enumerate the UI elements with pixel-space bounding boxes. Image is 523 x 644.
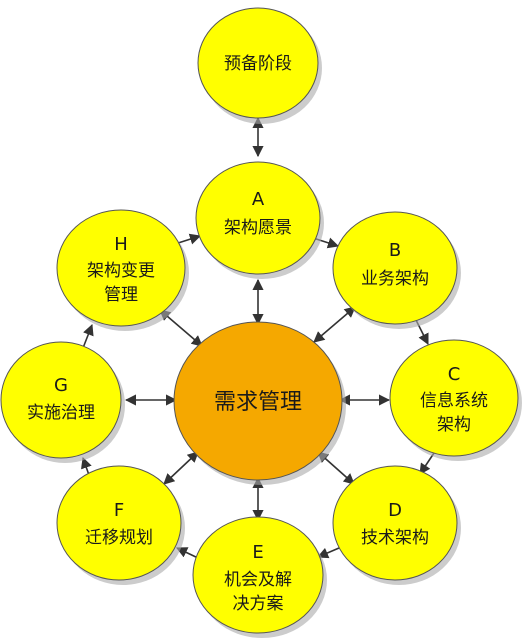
node-d-letter: D bbox=[388, 500, 402, 521]
node-h-letter: H bbox=[114, 234, 128, 255]
node-f-letter: F bbox=[114, 500, 124, 521]
node-e-line-2: 决方案 bbox=[233, 594, 284, 614]
node-a-line-1: 架构愿景 bbox=[224, 218, 292, 238]
node-c-line-2: 架构 bbox=[437, 415, 471, 435]
node-g: G 实施治理 bbox=[0, 341, 125, 463]
node-h-line-2: 管理 bbox=[104, 285, 138, 305]
node-f-line-1: 迁移规划 bbox=[85, 528, 153, 548]
node-e: E 机会及解 决方案 bbox=[192, 516, 327, 638]
link-e-f bbox=[175, 547, 199, 559]
node-f: F 迁移规划 bbox=[56, 465, 185, 585]
link-center-b bbox=[313, 306, 356, 343]
node-c-letter: C bbox=[448, 364, 461, 385]
node-b: B 业务架构 bbox=[332, 211, 461, 329]
node-e-letter: E bbox=[252, 542, 263, 563]
node-preliminary: 预备阶段 bbox=[197, 7, 322, 124]
node-b-letter: B bbox=[389, 240, 401, 261]
node-c: C 信息系统 架构 bbox=[389, 339, 522, 461]
node-e-line-1: 机会及解 bbox=[224, 570, 292, 590]
node-h: H 架构变更 管理 bbox=[56, 209, 189, 331]
node-g-line-1: 实施治理 bbox=[27, 403, 95, 423]
node-b-line-1: 业务架构 bbox=[361, 269, 429, 289]
node-a-letter: A bbox=[252, 189, 265, 210]
connections bbox=[81, 116, 437, 559]
node-a: A 架构愿景 bbox=[195, 161, 324, 279]
center-label: 需求管理 bbox=[214, 390, 302, 415]
node-h-line-1: 架构变更 bbox=[87, 261, 155, 281]
node-preliminary-label: 预备阶段 bbox=[224, 54, 292, 74]
node-d: D 技术架构 bbox=[332, 465, 461, 585]
node-center: 需求管理 bbox=[173, 321, 346, 485]
node-d-line-1: 技术架构 bbox=[361, 528, 429, 548]
link-center-f bbox=[163, 451, 199, 485]
node-c-line-1: 信息系统 bbox=[420, 391, 488, 411]
node-g-letter: G bbox=[54, 375, 68, 396]
link-g-h bbox=[82, 323, 94, 349]
